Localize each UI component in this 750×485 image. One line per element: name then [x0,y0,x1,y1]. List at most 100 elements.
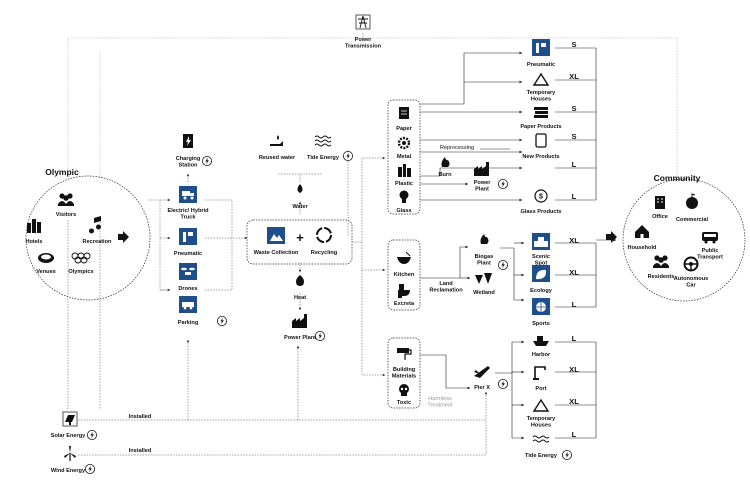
glass-label: Glass [396,208,411,214]
installed-label: Installed [129,448,152,454]
paint-roller-icon [397,348,412,360]
harbor-label: Harbor [532,352,551,358]
recreation-label: Recreation [83,239,112,245]
drones-icon [179,263,197,280]
olympic-circle [25,175,151,301]
bottles-icon [398,164,411,177]
waste-collection-label: Waste Collection [254,250,299,256]
size-label: S [571,132,576,141]
output-pneumatic-icon [532,39,550,56]
household-label: Household [628,245,657,251]
crane-icon [533,366,546,380]
size-label: XL [569,72,579,81]
tide-energy-label: Tide Energy [307,155,340,161]
drones-label: Drones [178,286,197,292]
house-icon [635,225,649,238]
output-pneumatic-label: Pneumatic [527,62,555,68]
truck-icon [179,186,197,203]
energy-bolt-icon [314,330,326,342]
size-label: XL [569,365,579,374]
toxic-label: Toxic [397,400,411,406]
size-label: L [572,160,577,169]
steering-wheel-icon [683,256,699,272]
recycling-icon [316,227,332,243]
recycling-label: Recycling [311,250,338,256]
pneumatic-label: Pneumatic [174,251,202,257]
visitors-label: Visitors [56,212,76,218]
olympics-label: Olympics [68,269,93,275]
wetland-trees-icon [475,273,492,284]
solar-panel-icon [62,411,78,427]
energy-bolt-icon [561,449,573,461]
hotels-icon [27,219,41,233]
paper-products-label: Paper Products [520,124,561,130]
pier-plane-icon [474,366,490,378]
reprocessing-label: Reprocessing [440,145,474,151]
office-building-icon [655,196,665,209]
heat-label: Heat [294,295,306,301]
tablet-icon [535,133,547,148]
tide-wave-icon [314,135,332,147]
size-label: L [572,334,577,343]
commercial-icon [686,193,698,209]
wind-turbine-icon [64,446,76,461]
new-products-label: New Products [522,154,559,160]
community-circle [622,178,746,302]
tide-wave-icon [532,435,550,443]
venues-label: Venues [36,269,56,275]
pneumatic-icon [179,228,197,245]
size-label: L [572,192,577,201]
visitors-icon [58,193,74,206]
kitchen-label: Kitchen [394,272,415,278]
olympic-to-transport-arrow [118,231,129,243]
hand-water-icon [270,135,283,146]
community-title: Community [654,173,701,183]
scenic-spot-icon [532,233,550,250]
size-label: L [572,430,577,439]
sports-label: Sports [532,321,550,327]
installed-label: Installed [129,414,152,420]
water-label: Water [292,204,308,210]
dollar-coin-icon: $ [534,189,548,203]
charging-station-icon [183,134,193,148]
factory-icon [292,314,307,328]
excreta-label: Excreta [394,301,415,307]
energy-bolt-icon [497,259,509,271]
tent-house-icon [532,72,550,86]
energy-bolt-icon [216,315,228,327]
hotels-label: Hotels [25,239,42,245]
tent-house-icon [532,398,550,412]
size-label: L [572,300,577,309]
residents-label: Residents [648,274,675,280]
pier-x-label: Pier X [474,385,490,391]
output-tide-energy-label: Tide Energy [525,453,558,459]
water-drop-icon [297,184,303,193]
energy-bolt-icon [497,378,509,390]
paper-label: Paper [396,126,412,132]
flame-icon [296,275,304,286]
kitchen-bowl-icon [397,251,411,264]
skull-icon [399,384,409,396]
ecology-label: Ecology [530,288,553,294]
toilet-icon [398,284,410,298]
venues-icon [38,253,54,263]
ecology-leaf-icon [532,265,550,282]
energy-bolt-icon [497,178,509,190]
books-icon [534,107,548,118]
wind-energy-label: Wind Energy [51,468,86,474]
olympic-title: Olympic [45,167,79,177]
connector-lines [67,33,678,456]
waste-collection-icon [267,227,285,244]
ship-icon [533,336,549,346]
biogas-flame-icon [480,234,489,244]
